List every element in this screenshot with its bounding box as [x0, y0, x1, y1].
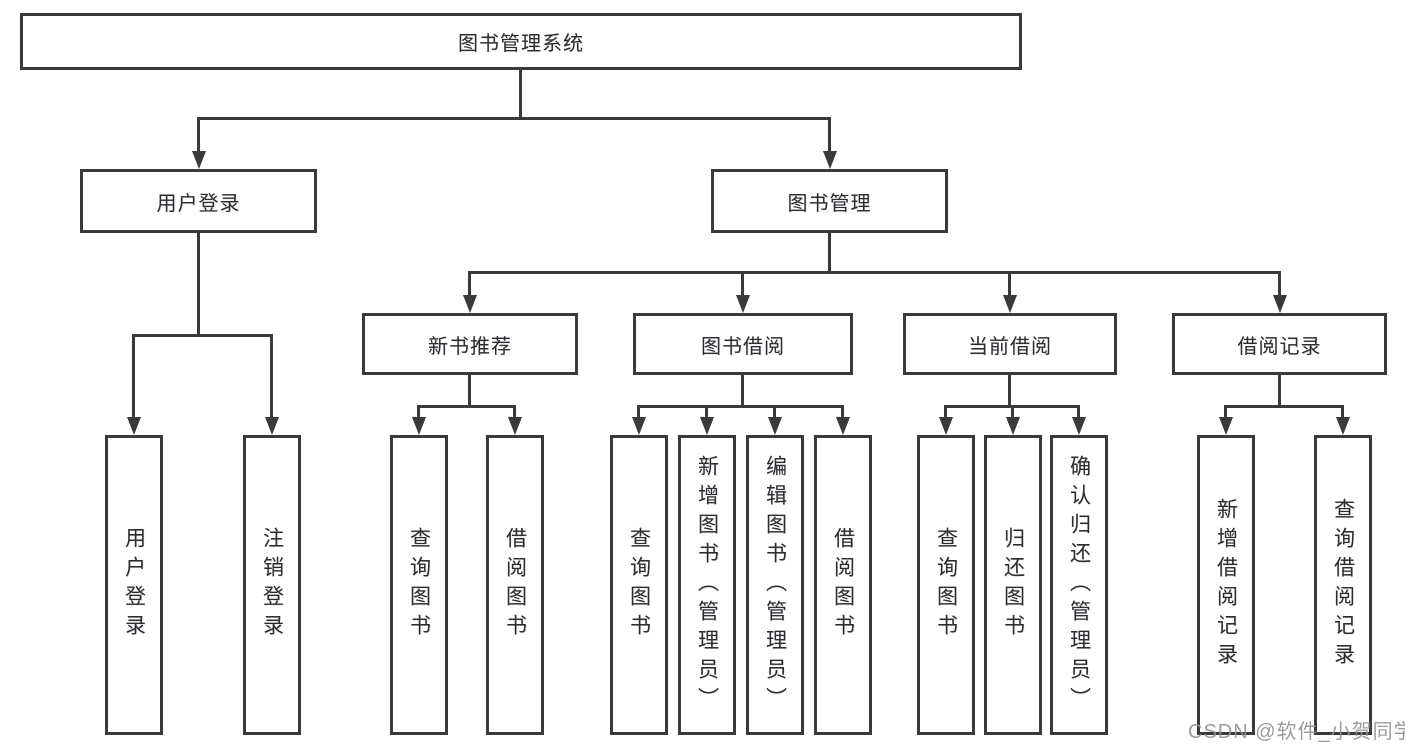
- arrowhead-icon: [508, 417, 522, 435]
- leaf-query-books-2: 查询图书: [610, 435, 668, 735]
- leaf-return-books: 归还图书: [984, 435, 1042, 735]
- connector-line: [197, 233, 200, 336]
- node-book-management: 图书管理: [711, 169, 948, 233]
- leaf-logout: 注销登录: [243, 435, 301, 735]
- connector-line: [519, 70, 522, 118]
- connector-line: [1077, 405, 1080, 423]
- arrowhead-icon: [265, 417, 279, 435]
- node-borrow-records: 借阅记录: [1172, 313, 1387, 375]
- leaf-query-books-3: 查询图书: [917, 435, 975, 735]
- arrowhead-icon: [412, 417, 426, 435]
- leaf-add-book-admin: 新增图书（管理员）: [678, 435, 736, 735]
- arrowhead-icon: [1072, 417, 1086, 435]
- connector-line: [197, 117, 831, 120]
- arrowhead-icon: [1273, 295, 1287, 313]
- arrowhead-icon: [736, 295, 750, 313]
- connector-line: [828, 117, 831, 157]
- arrowhead-icon: [1336, 417, 1350, 435]
- watermark: CSDN @软件_小贺同学: [1188, 721, 1405, 743]
- connector-line: [1224, 405, 1344, 408]
- connector-line: [1008, 375, 1011, 407]
- leaf-confirm-return-admin: 确认归还（管理员）: [1050, 435, 1108, 735]
- leaf-borrow-books-2: 借阅图书: [814, 435, 872, 735]
- connector-line: [1008, 271, 1011, 299]
- connector-line: [741, 271, 744, 299]
- connector-line: [773, 405, 776, 423]
- connector-line: [270, 334, 273, 422]
- connector-line: [1341, 405, 1344, 423]
- arrowhead-icon: [836, 417, 850, 435]
- connector-line: [468, 375, 471, 407]
- connector-line: [637, 405, 844, 408]
- arrowhead-icon: [463, 295, 477, 313]
- leaf-query-books-1: 查询图书: [390, 435, 448, 735]
- connector-line: [197, 117, 200, 157]
- arrowhead-icon: [632, 417, 646, 435]
- arrowhead-icon: [700, 417, 714, 435]
- arrowhead-icon: [192, 151, 206, 169]
- connector-line: [513, 405, 516, 423]
- node-user-login: 用户登录: [80, 169, 317, 233]
- connector-line: [132, 334, 135, 422]
- connector-line: [944, 405, 947, 423]
- connector-line: [1278, 375, 1281, 407]
- arrowhead-icon: [1006, 417, 1020, 435]
- connector-line: [1278, 271, 1281, 299]
- connector-line: [132, 334, 273, 337]
- connector-line: [705, 405, 708, 423]
- connector-line: [468, 271, 471, 299]
- connector-line: [417, 405, 516, 408]
- connector-line: [417, 405, 420, 423]
- leaf-query-borrow-record: 查询借阅记录: [1314, 435, 1372, 735]
- leaf-user-login: 用户登录: [105, 435, 163, 735]
- connector-line: [637, 405, 640, 423]
- node-current-borrow: 当前借阅: [903, 313, 1117, 375]
- arrowhead-icon: [939, 417, 953, 435]
- connector-line: [468, 271, 1281, 274]
- connector-line: [828, 233, 831, 273]
- arrowhead-icon: [1219, 417, 1233, 435]
- node-new-book-recommend: 新书推荐: [362, 313, 578, 375]
- leaf-borrow-books-1: 借阅图书: [486, 435, 544, 735]
- node-book-borrow: 图书借阅: [633, 313, 853, 375]
- connector-line: [1224, 405, 1227, 423]
- leaf-edit-book-admin: 编辑图书（管理员）: [746, 435, 804, 735]
- arrowhead-icon: [1003, 295, 1017, 313]
- leaf-add-borrow-record: 新增借阅记录: [1197, 435, 1255, 735]
- connector-line: [841, 405, 844, 423]
- arrowhead-icon: [823, 151, 837, 169]
- connector-line: [1011, 405, 1014, 423]
- connector-line: [741, 375, 744, 407]
- arrowhead-icon: [768, 417, 782, 435]
- arrowhead-icon: [127, 417, 141, 435]
- node-root-system: 图书管理系统: [20, 13, 1022, 70]
